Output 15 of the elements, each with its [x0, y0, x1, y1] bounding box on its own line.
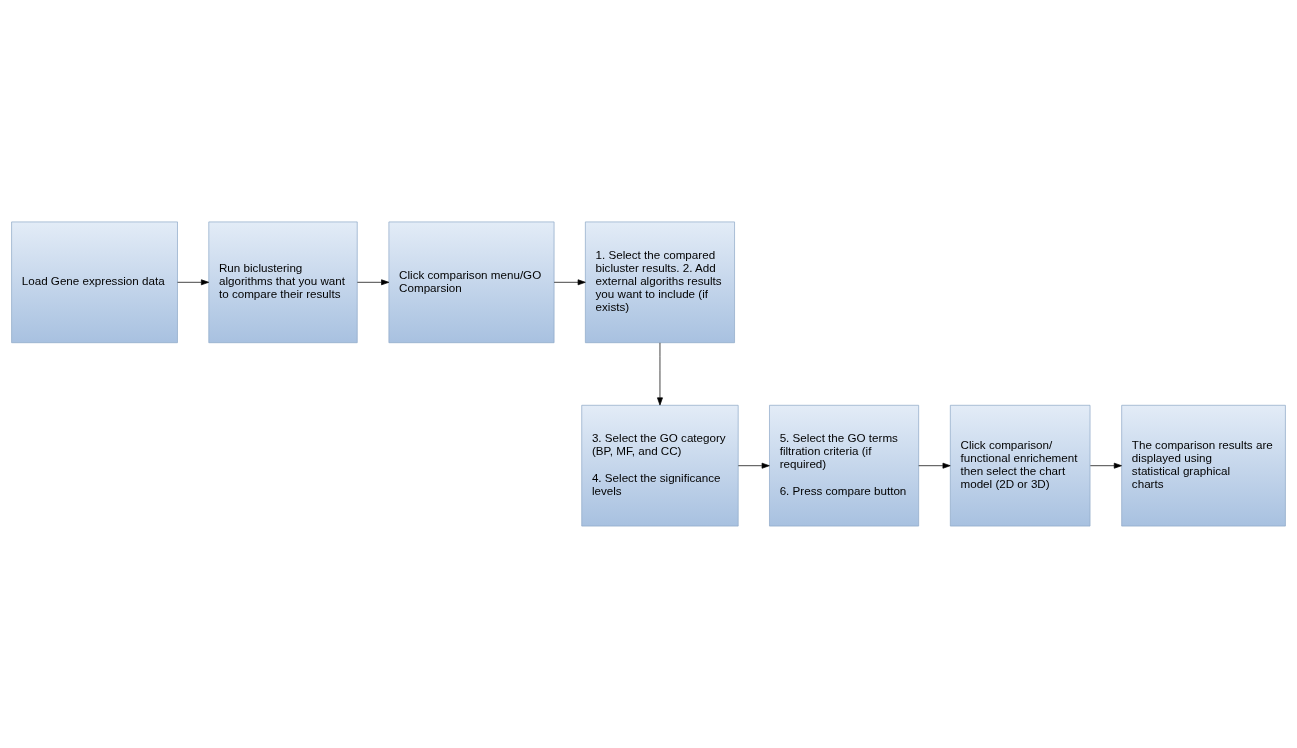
arrow	[918, 462, 951, 469]
node-box: 3. Select the GO category (BP, MF, and CC) 4. Select the significance levels	[581, 404, 739, 527]
node-box: Click comparison menu/GO Comparsion	[388, 221, 555, 344]
node-box: 1. Select the compared bicluster results. 2. Add external algoriths results you want to include (if exists)	[585, 221, 735, 344]
node-box: Click comparison/ functional enrichement then select the chart model (2D or 3D)	[949, 404, 1091, 527]
arrow	[657, 342, 663, 406]
arrow	[738, 462, 770, 469]
arrow	[1090, 462, 1122, 469]
arrow	[357, 279, 390, 286]
node-box: Load Gene expression data	[11, 221, 178, 344]
node-box: The comparison results are displayed using statistical graphical charts	[1121, 404, 1286, 527]
node-box: 5. Select the GO terms filtration criteria (if required) 6. Press compare button	[769, 404, 920, 527]
arrow	[177, 279, 209, 286]
node-box: Run biclustering algorithms that you want to compare their results	[208, 221, 358, 344]
arrow	[553, 279, 586, 286]
